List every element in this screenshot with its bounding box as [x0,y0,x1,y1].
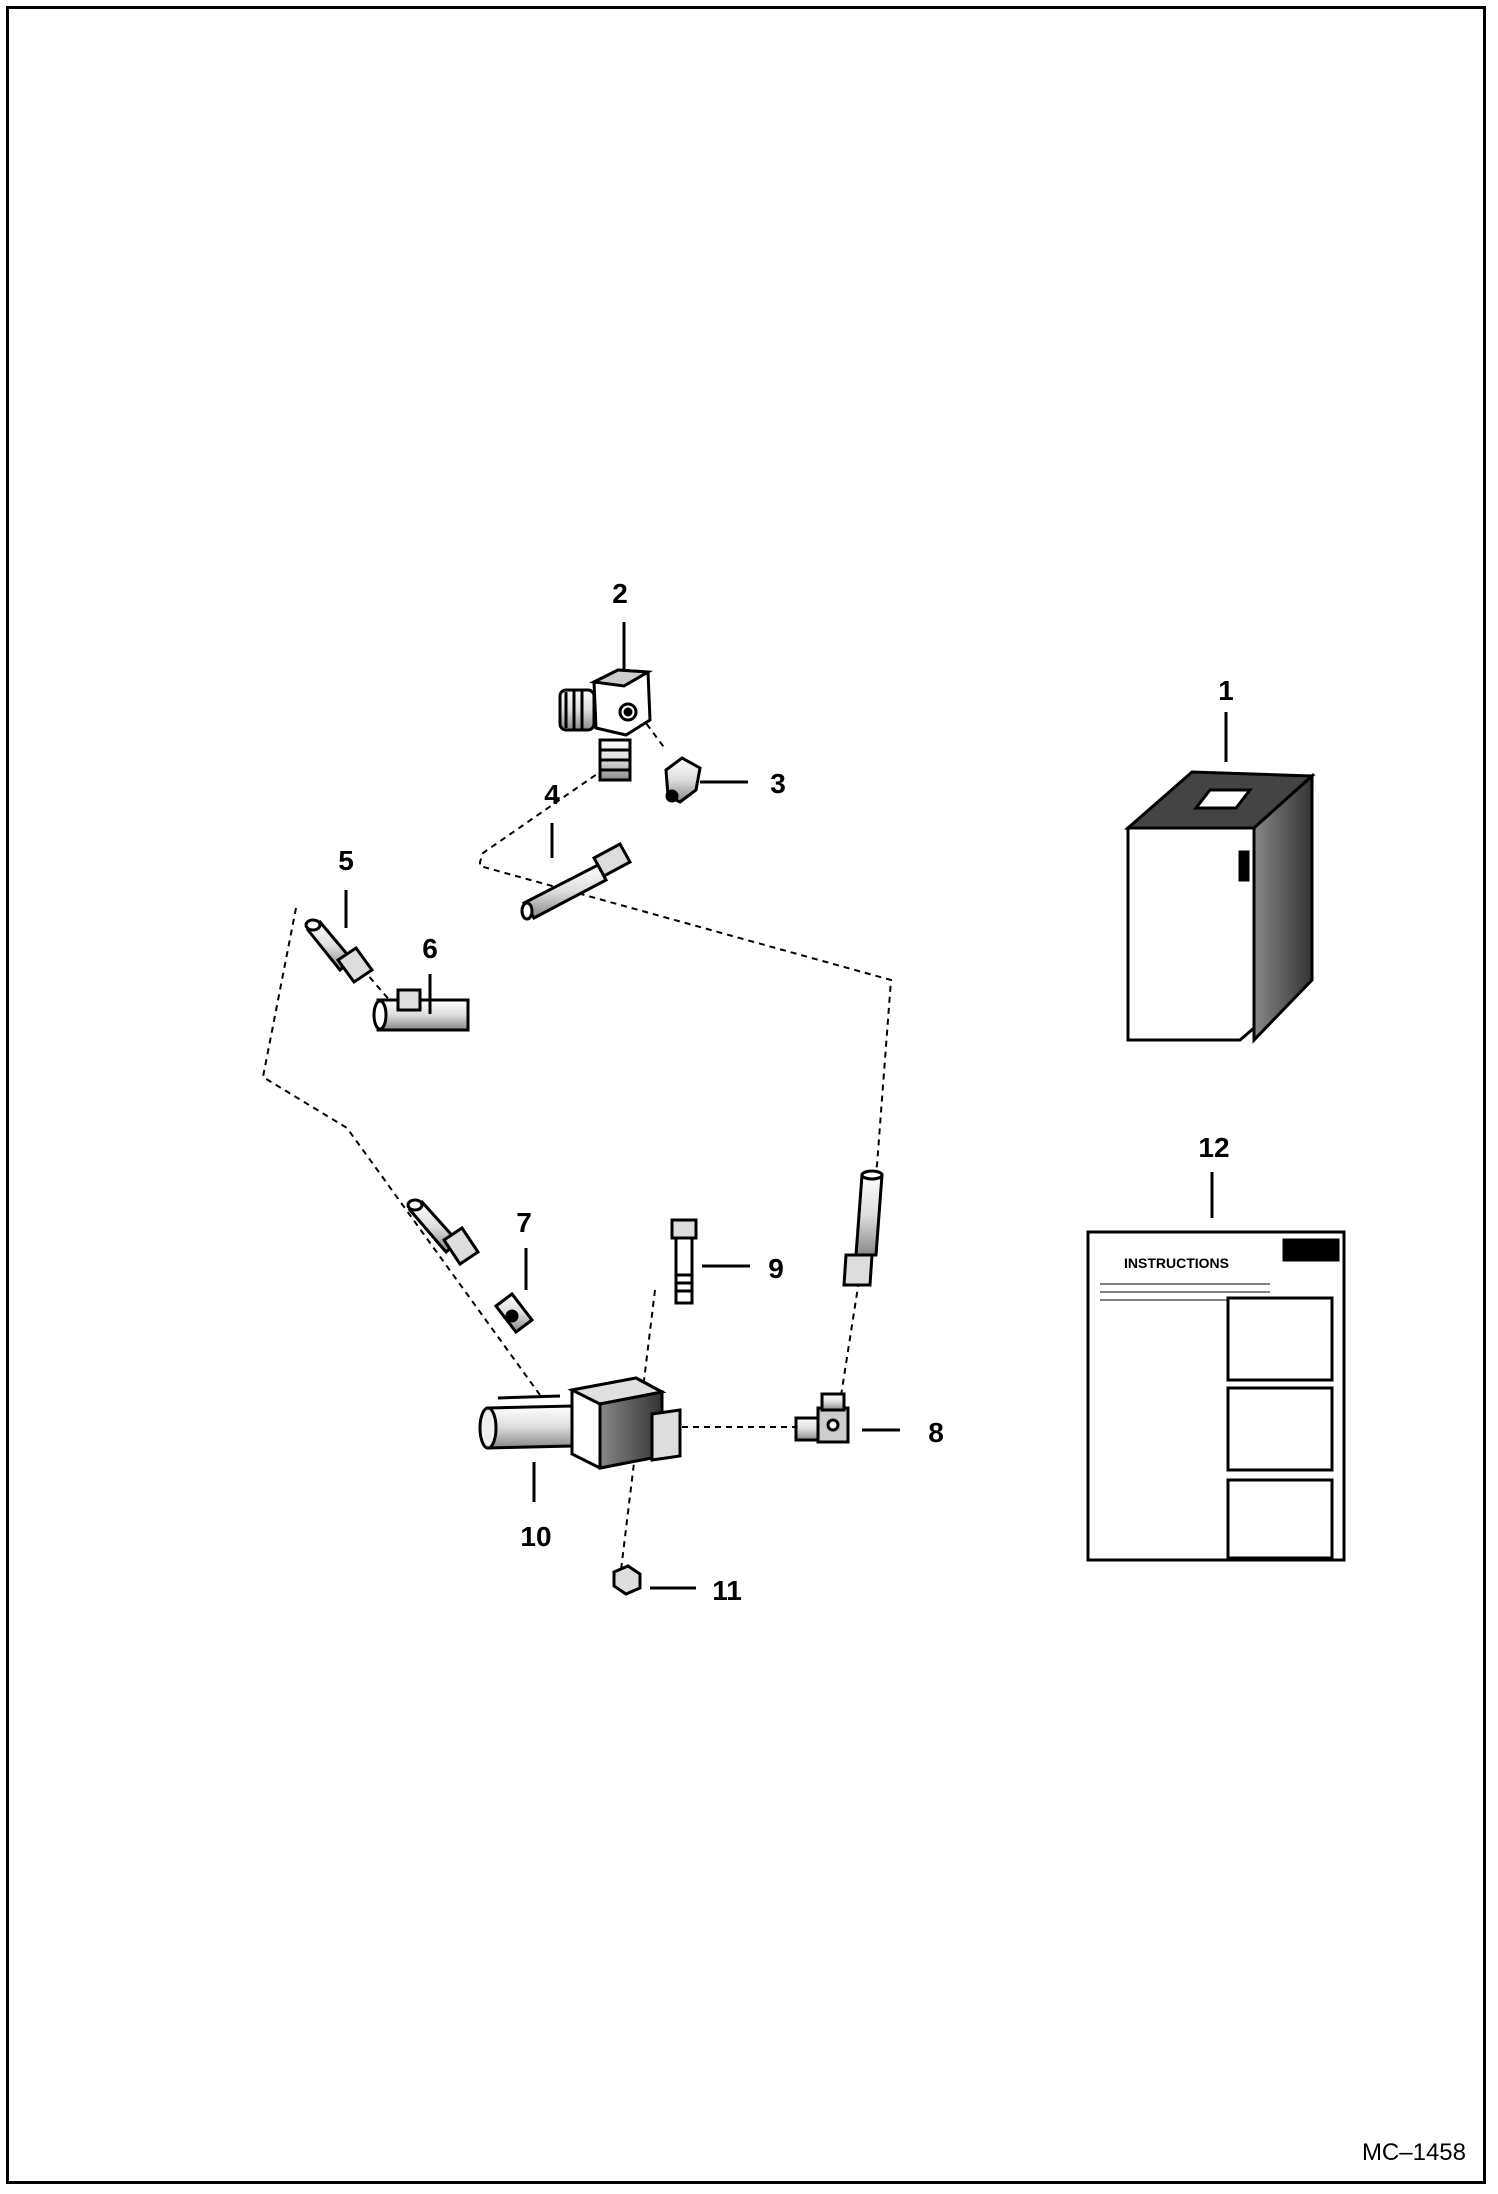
callout-12: 12 [1198,1132,1229,1163]
leader-lines [344,622,1228,1590]
callout-11: 11 [712,1575,742,1606]
assembly-lines [261,714,893,1571]
part-4-hose [520,841,633,921]
part-8-elbow [794,1392,850,1444]
part-2-valve [558,668,653,782]
fitting-3-line [639,714,667,751]
part-5-hose [304,918,375,985]
callout-7: 7 [516,1207,532,1238]
callout-8: 8 [928,1417,944,1448]
part-6-tee [372,988,470,1032]
part-1-battery [1124,770,1316,1044]
figure-code: MC–1458 [1362,2139,1466,2166]
callout-3: 3 [770,768,786,799]
callout-4: 4 [544,779,560,810]
callout-labels: 1 2 3 4 5 6 7 8 9 10 11 12 [338,578,1234,1606]
bolt-line [620,1289,656,1571]
callout-10: 10 [520,1521,551,1552]
callout-2: 2 [612,578,628,609]
part-11-nut [612,1564,642,1596]
callout-9: 9 [768,1253,784,1284]
part-9-bolt [670,1218,698,1305]
hose-route-line [479,752,893,1416]
callout-5: 5 [338,845,354,876]
part-7-fitting [493,1291,535,1335]
callout-1: 1 [1218,675,1234,706]
part-10-valve-body [478,1376,682,1470]
left-hose-route-line [261,907,541,1396]
callout-6: 6 [422,933,438,964]
part-7-hose [406,1198,481,1267]
instruction-sheet-heading: INSTRUCTIONS [1124,1255,1229,1271]
part-3-fitting [664,756,702,804]
part-12-instruction-sheet [1086,1230,1346,1562]
page-border [6,6,1486,2184]
right-hose [842,1169,884,1287]
